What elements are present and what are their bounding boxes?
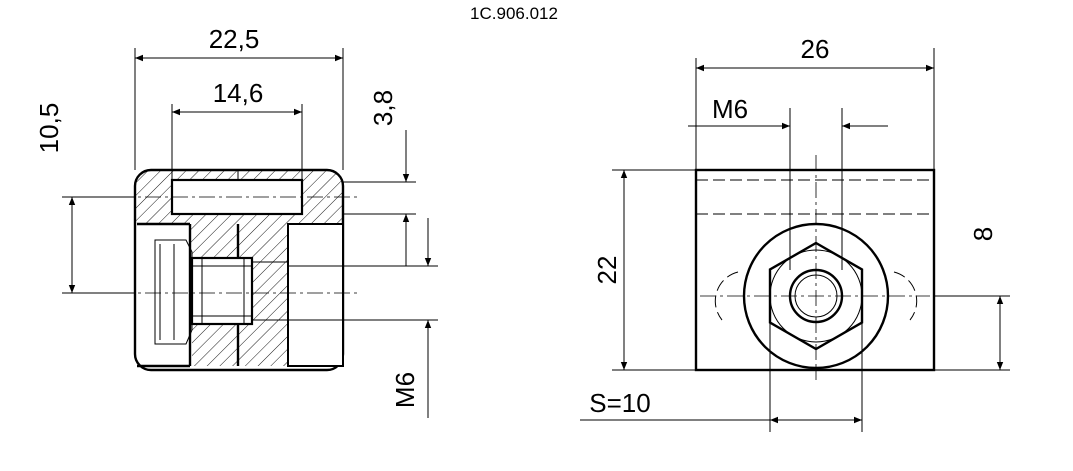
front-dim-thread: M6 <box>712 94 748 124</box>
side-thread-shank <box>190 256 254 326</box>
front-body-outline <box>694 168 936 372</box>
side-dim-height: 10,5 <box>34 103 64 154</box>
front-bore <box>788 268 844 324</box>
front-hex-nut <box>768 241 864 351</box>
side-hex-faces <box>154 239 193 345</box>
side-dim-width: 22,5 <box>209 24 260 54</box>
front-dim-center: 8 <box>968 227 998 241</box>
drawing-number: 1C.906.012 <box>470 4 558 23</box>
front-view: 26 M6 22 8 S=10 <box>580 34 1010 432</box>
side-left-pocket <box>137 224 190 366</box>
front-dim-height: 22 <box>592 256 622 285</box>
front-washer-circle <box>742 222 890 370</box>
side-dim-thread: M6 <box>390 372 420 408</box>
side-section-view: 22,5 14,6 10,5 3,8 M6 <box>34 24 438 418</box>
front-dim-width: 26 <box>801 34 830 64</box>
front-dim-hex: S=10 <box>589 388 650 418</box>
side-right-pocket <box>287 223 344 367</box>
side-dim-depth: 3,8 <box>368 90 398 126</box>
side-dim-slot: 14,6 <box>213 78 264 108</box>
